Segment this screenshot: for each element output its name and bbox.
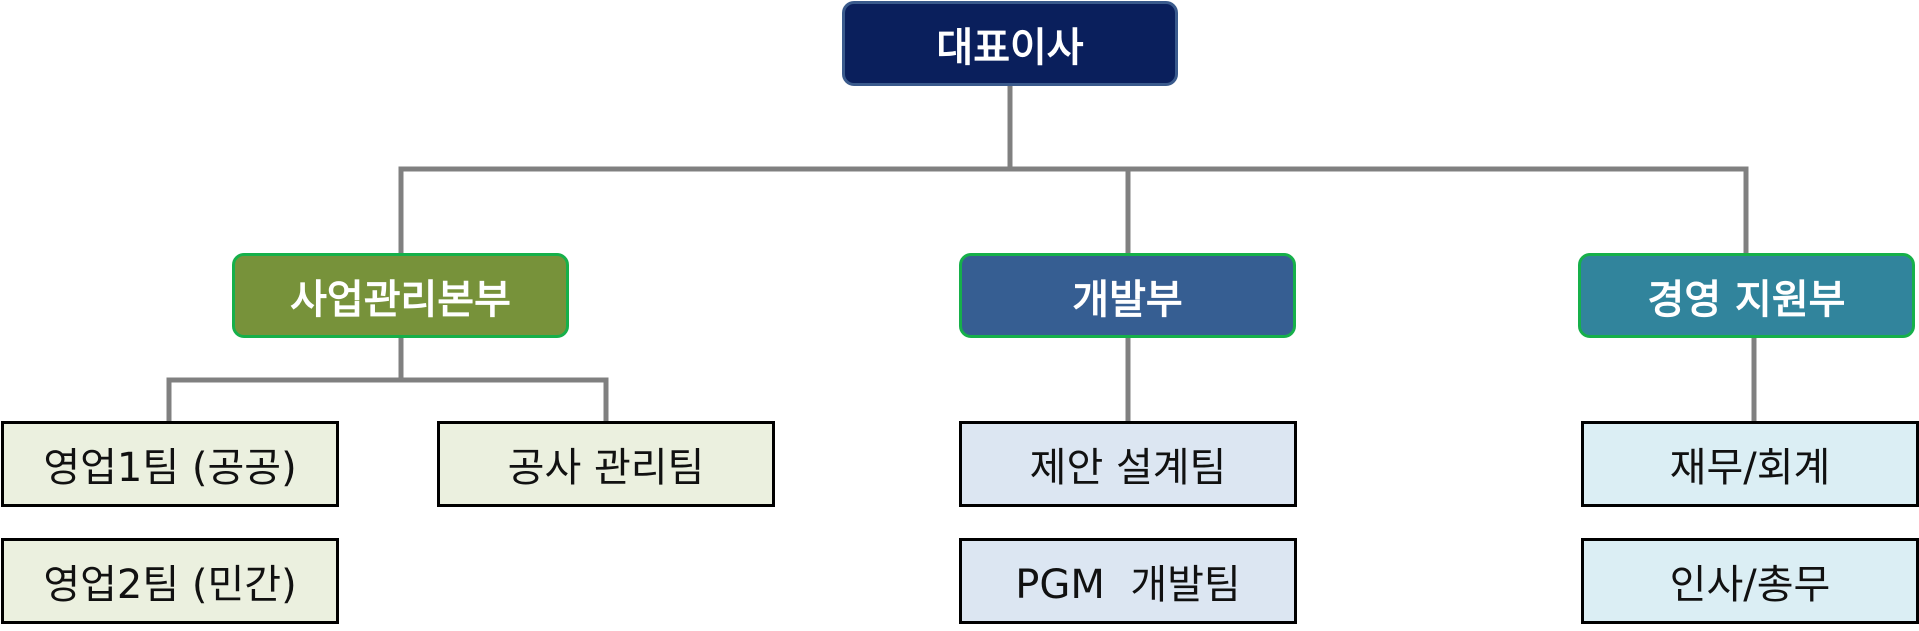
team-pgm-dev-label: PGM 개발팀 <box>1015 562 1241 608</box>
team-sales1-box: 영업1팀 (공공) <box>1 421 339 507</box>
division-support-box: 경영 지원부 <box>1578 253 1915 338</box>
division-business-label: 사업관리본부 <box>290 276 511 323</box>
team-proposal-design-box: 제안 설계팀 <box>959 421 1297 507</box>
team-sales1-label: 영업1팀 (공공) <box>43 445 297 491</box>
ceo-box: 대표이사 <box>842 1 1178 86</box>
team-construction-label: 공사 관리팀 <box>507 445 705 491</box>
division-support-label: 경영 지원부 <box>1647 276 1846 323</box>
division-development-box: 개발부 <box>959 253 1296 338</box>
team-sales2-label: 영업2팀 (민간) <box>43 562 297 608</box>
team-hr-label: 인사/총무 <box>1669 562 1831 608</box>
team-sales2-box: 영업2팀 (민간) <box>1 538 339 624</box>
division-development-label: 개발부 <box>1072 276 1183 323</box>
division-business-box: 사업관리본부 <box>232 253 569 338</box>
ceo-label: 대표이사 <box>936 24 1084 71</box>
team-finance-box: 재무/회계 <box>1581 421 1919 507</box>
team-hr-box: 인사/총무 <box>1581 538 1919 624</box>
team-construction-box: 공사 관리팀 <box>437 421 775 507</box>
team-proposal-design-label: 제안 설계팀 <box>1029 445 1227 491</box>
team-pgm-dev-box: PGM 개발팀 <box>959 538 1297 624</box>
team-finance-label: 재무/회계 <box>1669 445 1831 491</box>
